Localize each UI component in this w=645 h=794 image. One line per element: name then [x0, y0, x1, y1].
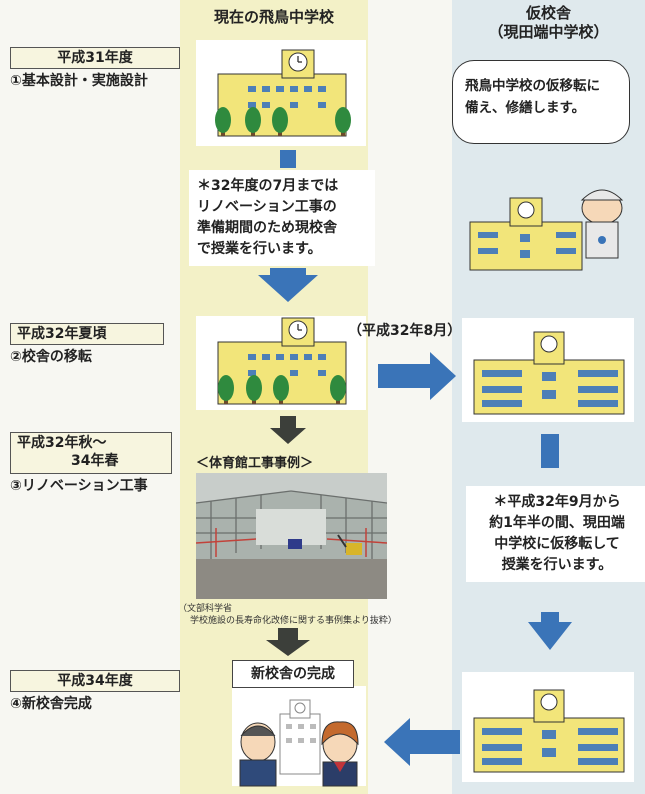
move-month-label: （平成32年8月） — [348, 323, 462, 339]
stage2-period: 平成32年夏頃 — [10, 323, 164, 345]
stage3-title: ③リノベーション工事 — [10, 478, 148, 494]
arrow-down-1 — [280, 150, 296, 168]
bubble-line1: 飛鳥中学校の仮移転に — [465, 78, 600, 94]
photo-source-credit: （文部科学省 学校施設の長寿命化改修に関する事例集より抜粋） — [178, 603, 397, 627]
current-school-building-stage2 — [217, 317, 347, 405]
arrow-left-return — [384, 718, 460, 766]
temporary-note-line4: 授業を行います。 — [501, 557, 613, 573]
student-illustration — [321, 721, 359, 787]
teacher-illustration — [239, 722, 277, 787]
new-school-illustration — [279, 699, 321, 775]
credit-line1: （文部科学省 — [178, 604, 233, 614]
stage1-title: ①基本設計・実施設計 — [10, 73, 148, 89]
completion-label: 新校舎の完成 — [232, 660, 354, 688]
temporary-note-line2: 約1年半の間、現田端 — [489, 515, 625, 531]
temporary-school-subtitle: （現田端中学校） — [488, 23, 609, 41]
temporary-school-title: 仮校舎 — [525, 4, 571, 22]
arrow-down-3 — [270, 416, 306, 444]
arrow-down-right-1 — [541, 434, 559, 468]
temporary-note-line3: 中学校に仮移転して — [494, 536, 620, 552]
gym-construction-photo — [196, 473, 387, 599]
stage2-title: ②校舎の移転 — [10, 349, 92, 365]
temporary-school-building — [469, 197, 583, 271]
flow-arrows — [258, 150, 572, 766]
repair-speech-bubble: 飛鳥中学校の仮移転に 備え、修繕します。 — [452, 60, 630, 144]
arrow-down-right-2 — [528, 612, 572, 650]
stage1-period: 平成31年度 — [10, 47, 180, 69]
arrow-right-move — [378, 352, 456, 400]
temporary-school-building-stage2 — [473, 331, 625, 415]
stage4-title: ④新校舎完成 — [10, 696, 92, 712]
gym-example-label: ＜体育館工事事例＞ — [196, 456, 314, 471]
stage3-period-line2: 34年春 — [71, 453, 119, 469]
current-note-line3: 準備期間のため現校舎 — [197, 220, 337, 236]
stage4-period: 平成34年度 — [10, 670, 180, 692]
worker-illustration — [580, 189, 624, 259]
current-school-note: ＊32年度の7月までは リノベーション工事の 準備期間のため現校舎 で授業を行い… — [189, 170, 375, 266]
temporary-school-building-final — [473, 689, 625, 773]
current-note-line2: リノベーション工事の — [197, 199, 337, 215]
current-school-building — [215, 49, 351, 137]
current-school-heading: 現在の飛鳥中学校 — [213, 8, 334, 26]
current-note-line4: で授業を行います。 — [197, 241, 322, 257]
stage3-period: 平成32年秋～ 34年春 — [10, 432, 172, 474]
credit-line2: 学校施設の長寿命化改修に関する事例集より抜粋） — [190, 616, 397, 626]
stage3-period-line1: 平成32年秋～ — [17, 435, 107, 451]
bubble-line2: 備え、修繕します。 — [465, 100, 586, 116]
arrow-down-4 — [266, 628, 310, 656]
temporary-school-heading: 仮校舎 （現田端中学校） — [452, 4, 645, 42]
temporary-school-note: ＊平成32年9月から 約1年半の間、現田端 中学校に仮移転して 授業を行います。 — [466, 486, 645, 582]
current-note-line1: ＊32年度の7月までは — [197, 178, 339, 194]
temporary-note-line1: ＊平成32年9月から — [493, 494, 621, 510]
arrow-down-2 — [258, 268, 318, 302]
